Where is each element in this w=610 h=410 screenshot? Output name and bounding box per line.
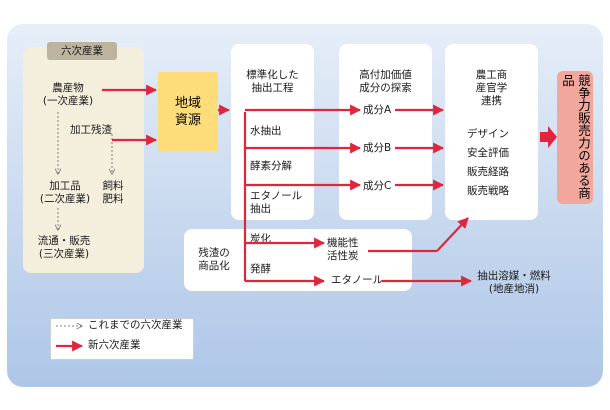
region-resource-box: 地域資源 [158,72,218,151]
component-c-label: 成分C [363,180,392,192]
sales-strategy-label: 販売戦略 [467,185,509,197]
safety-label: 安全評価 [467,147,509,159]
water-extraction-label: 水抽出 [250,125,282,137]
six-industry-header: 六次産業 [47,42,117,60]
ethanol-extraction-label: エタノール抽出 [250,190,303,215]
component-a-label: 成分A [363,104,392,116]
red-flows [102,84,473,287]
competitive-product-label: 競争力販売力のある商品 [560,74,591,199]
feed-label: 飼料肥料 [102,180,124,205]
solvent-fuel-label: 抽出溶媒・燃料(地産地消) [477,270,551,295]
legend [50,318,194,360]
competitive-product-box [557,71,593,204]
design-label: デザイン [467,128,509,140]
extraction-title: 標準化した抽出工程 [246,69,299,94]
ethanol-label: エタノール [331,274,384,286]
processed-label: 加工品(二次産業) [39,180,91,205]
legend-new-label: 新六次産業 [88,339,141,351]
sales-route-label: 販売経路 [467,166,509,178]
enzyme-label: 酵素分解 [250,160,292,172]
six-industry-panel [23,47,144,273]
charcoal-label: 機能性活性炭 [327,237,359,262]
residue-label: 加工残渣 [70,124,112,136]
agri-label: 農産物(一次産業) [42,82,94,107]
arrow-charcoal-to-collab [436,217,469,252]
arrow-to-competitive-product [540,126,557,148]
collaboration-column [445,44,538,220]
component-b-label: 成分B [363,142,392,154]
component-title: 高付加価値成分の探索 [359,69,412,94]
collaboration-title: 農工商産官学連携 [475,69,508,107]
legend-old-label: これまでの六次産業 [88,319,183,331]
component-column [339,44,432,220]
distribution-label: 流通・販売(三次産業) [37,235,91,260]
dashed-flows [58,112,112,230]
ferment-label: 発酵 [250,263,271,275]
residue-commercialization-title: 残渣の商品化 [198,247,230,272]
